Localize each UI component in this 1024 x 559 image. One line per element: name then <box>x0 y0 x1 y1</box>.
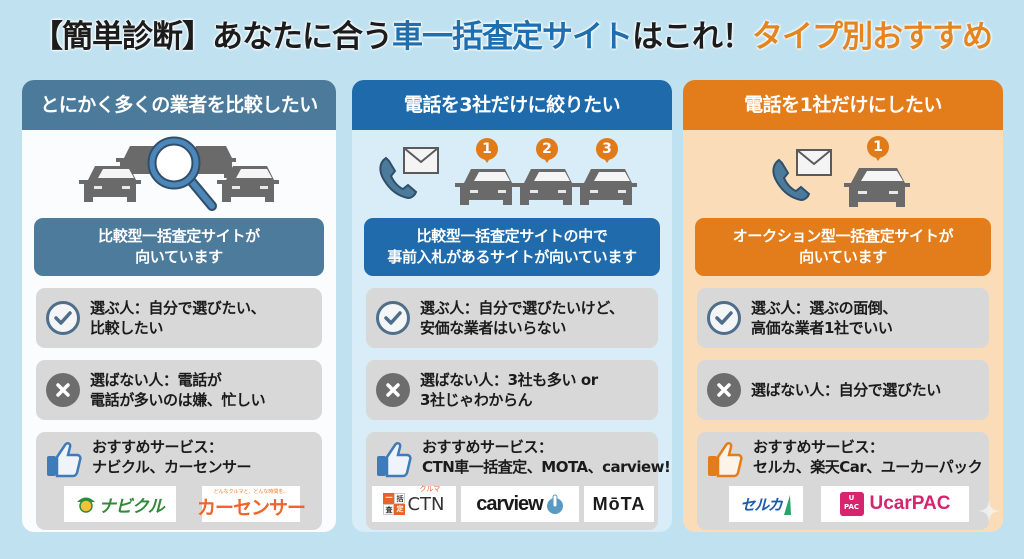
verdict-box: 比較型一括査定サイトの中で 事前入札があるサイトが向いています <box>364 218 660 276</box>
verdict-line-1: オークション型一括査定サイトが <box>732 227 954 245</box>
title-part-4: タイプ別おすすめ <box>752 19 993 55</box>
logo-mota[interactable]: MōTA <box>584 486 654 522</box>
title-part-2: 車一括査定サイト <box>392 19 633 55</box>
not-choose-line-1: 選ばない人：電話が <box>90 371 222 389</box>
ucarpac-badge-top: U <box>848 494 855 502</box>
choose-row: 選ぶ人：自分で選びたい、 比較したい <box>36 288 322 348</box>
verdict-line-2: 向いています <box>135 248 223 266</box>
logo-ucarpac[interactable]: U PAC UcarPAC <box>821 486 969 522</box>
illustration-magnifier-cars <box>22 130 336 218</box>
check-circle-icon <box>46 301 80 335</box>
check-circle-icon <box>376 301 410 335</box>
ctn-box-char: 査 <box>383 504 395 515</box>
verdict-line-1: 比較型一括査定サイトが <box>98 227 260 245</box>
seruka-flag-icon <box>783 495 791 515</box>
not-choose-line-1: 選ばない人：自分で選びたい <box>751 381 941 399</box>
not-choose-row: 選ばない人：3社も多い or 3社じゃわからん <box>366 360 658 420</box>
cross-circle-icon <box>707 373 741 407</box>
seruka-logo-text: セルカ <box>740 495 783 514</box>
not-choose-row: 選ばない人：電話が 電話が多いのは嫌、忙しい <box>36 360 322 420</box>
magnifier-icon <box>147 136 217 211</box>
carsensor-tagline: どんなクルマと、どんな時間を。 <box>213 489 289 495</box>
ctn-box-char: 定 <box>394 504 406 515</box>
sparkle-icon <box>978 500 1000 522</box>
ctn-logo-text: CTN <box>407 493 445 515</box>
title-part-3: はこれ！ <box>632 19 753 55</box>
ctn-box-icon: 一 括 査 定 <box>383 493 406 515</box>
ucarpac-logo-text: UcarPAC <box>869 493 951 514</box>
column-heading: とにかく多くの業者を比較したい <box>22 80 336 130</box>
recommend-line-2: CTN車一括査定、MOTA、carview! <box>422 458 671 476</box>
title-part-1: 【簡単診断】あなたに合う <box>32 19 393 55</box>
choose-line-1: 選ぶ人：自分で選びたい、 <box>90 299 266 317</box>
recommend-line-2: セルカ、楽天Car、ユーカーパック <box>753 458 983 476</box>
recommend-box: おすすめサービス： セルカ、楽天Car、ユーカーパック セルカ U PAC Uc… <box>697 432 989 530</box>
thumbs-up-icon <box>376 440 412 478</box>
choose-line-2: 比較したい <box>90 319 164 337</box>
mota-logo-text: MōTA <box>592 493 646 514</box>
verdict-line-2: 向いています <box>799 248 887 266</box>
logo-navikuru[interactable]: ナビクル <box>64 486 176 522</box>
choose-line-2: 安価な業者はいらない <box>420 319 567 337</box>
ctn-box-char: 括 <box>394 493 406 504</box>
recommend-box: おすすめサービス： CTN車一括査定、MOTA、carview! 一 括 査 定… <box>366 432 671 530</box>
recommend-line-1: おすすめサービス： <box>753 438 884 456</box>
ucarpac-badge-icon: U PAC <box>839 492 864 516</box>
column-compare-many: とにかく多くの業者を比較したい <box>22 80 336 532</box>
not-choose-line-2: 電話が多いのは嫌、忙しい <box>90 391 266 409</box>
navikuru-mascot-icon <box>76 497 95 513</box>
choose-row: 選ぶ人：選ぶの面倒、 高価な業者1社でいい <box>697 288 989 348</box>
number-badge-1: 1 <box>867 136 889 161</box>
ucarpac-badge-bottom: PAC <box>843 503 860 511</box>
recommend-line-1: おすすめサービス： <box>422 438 553 456</box>
not-choose-row: 選ばない人：自分で選びたい <box>697 360 989 420</box>
mail-icon <box>796 149 832 176</box>
page-title: 【簡単診断】あなたに合う車一括査定サイトはこれ！タイプ別おすすめ <box>0 12 1024 62</box>
check-circle-icon <box>707 301 741 335</box>
recommend-box: おすすめサービス： ナビクル、カーセンサー ナビクル どんなクルマと、どんな時間… <box>36 432 322 530</box>
illustration-phone-mail-1-car: 1 <box>683 130 1003 218</box>
number-badge-1: 1 <box>476 138 498 163</box>
column-one-company: 電話を1社だけにしたい 1 オークション型一括査定サイトが 向いています 選ぶ人… <box>683 80 1003 532</box>
carview-logo-text: carview <box>476 492 543 515</box>
verdict-line-1: 比較型一括査定サイトの中で <box>416 227 608 245</box>
logo-ctn[interactable]: 一 括 査 定 クルマ CTN <box>372 484 456 522</box>
mail-icon <box>403 147 439 174</box>
number-badge-3: 3 <box>596 138 618 163</box>
logo-seruka[interactable]: セルカ <box>729 486 803 522</box>
choose-line-1: 選ぶ人：自分で選びたいけど、 <box>420 299 624 317</box>
carsensor-logo-text: カーセンサー <box>197 497 306 519</box>
column-heading: 電話を3社だけに絞りたい <box>352 80 672 130</box>
thumbs-up-icon <box>707 440 743 478</box>
recommend-line-2: ナビクル、カーセンサー <box>92 458 252 476</box>
number-badge-2: 2 <box>536 138 558 163</box>
phone-icon <box>772 158 811 202</box>
column-heading: 電話を1社だけにしたい <box>683 80 1003 130</box>
cross-circle-icon <box>46 373 80 407</box>
ctn-box-char: 一 <box>383 493 395 504</box>
not-choose-line-1: 選ばない人：3社も多い or <box>420 371 598 389</box>
recommend-line-1: おすすめサービス： <box>92 438 223 456</box>
verdict-box: 比較型一括査定サイトが 向いています <box>34 218 324 276</box>
illustration-phone-mail-3-cars: 1 2 3 <box>352 130 672 218</box>
choose-row: 選ぶ人：自分で選びたいけど、 安価な業者はいらない <box>366 288 658 348</box>
choose-line-2: 高価な業者1社でいい <box>751 319 893 337</box>
verdict-box: オークション型一括査定サイトが 向いています <box>695 218 991 276</box>
logo-carview[interactable]: carview <box>461 486 579 522</box>
phone-icon <box>379 156 418 200</box>
choose-line-1: 選ぶ人：選ぶの面倒、 <box>751 299 898 317</box>
column-three-companies: 電話を3社だけに絞りたい 1 2 <box>352 80 672 532</box>
carview-exclamation-icon <box>546 494 563 514</box>
thumbs-up-icon <box>46 440 82 478</box>
verdict-line-2: 事前入札があるサイトが向いています <box>387 248 637 266</box>
cross-circle-icon <box>376 373 410 407</box>
not-choose-line-2: 3社じゃわからん <box>420 391 533 409</box>
navikuru-logo-text: ナビクル <box>98 496 165 517</box>
logo-carsensor[interactable]: どんなクルマと、どんな時間を。 カーセンサー <box>197 486 306 522</box>
ctn-tag: クルマ <box>419 484 441 493</box>
